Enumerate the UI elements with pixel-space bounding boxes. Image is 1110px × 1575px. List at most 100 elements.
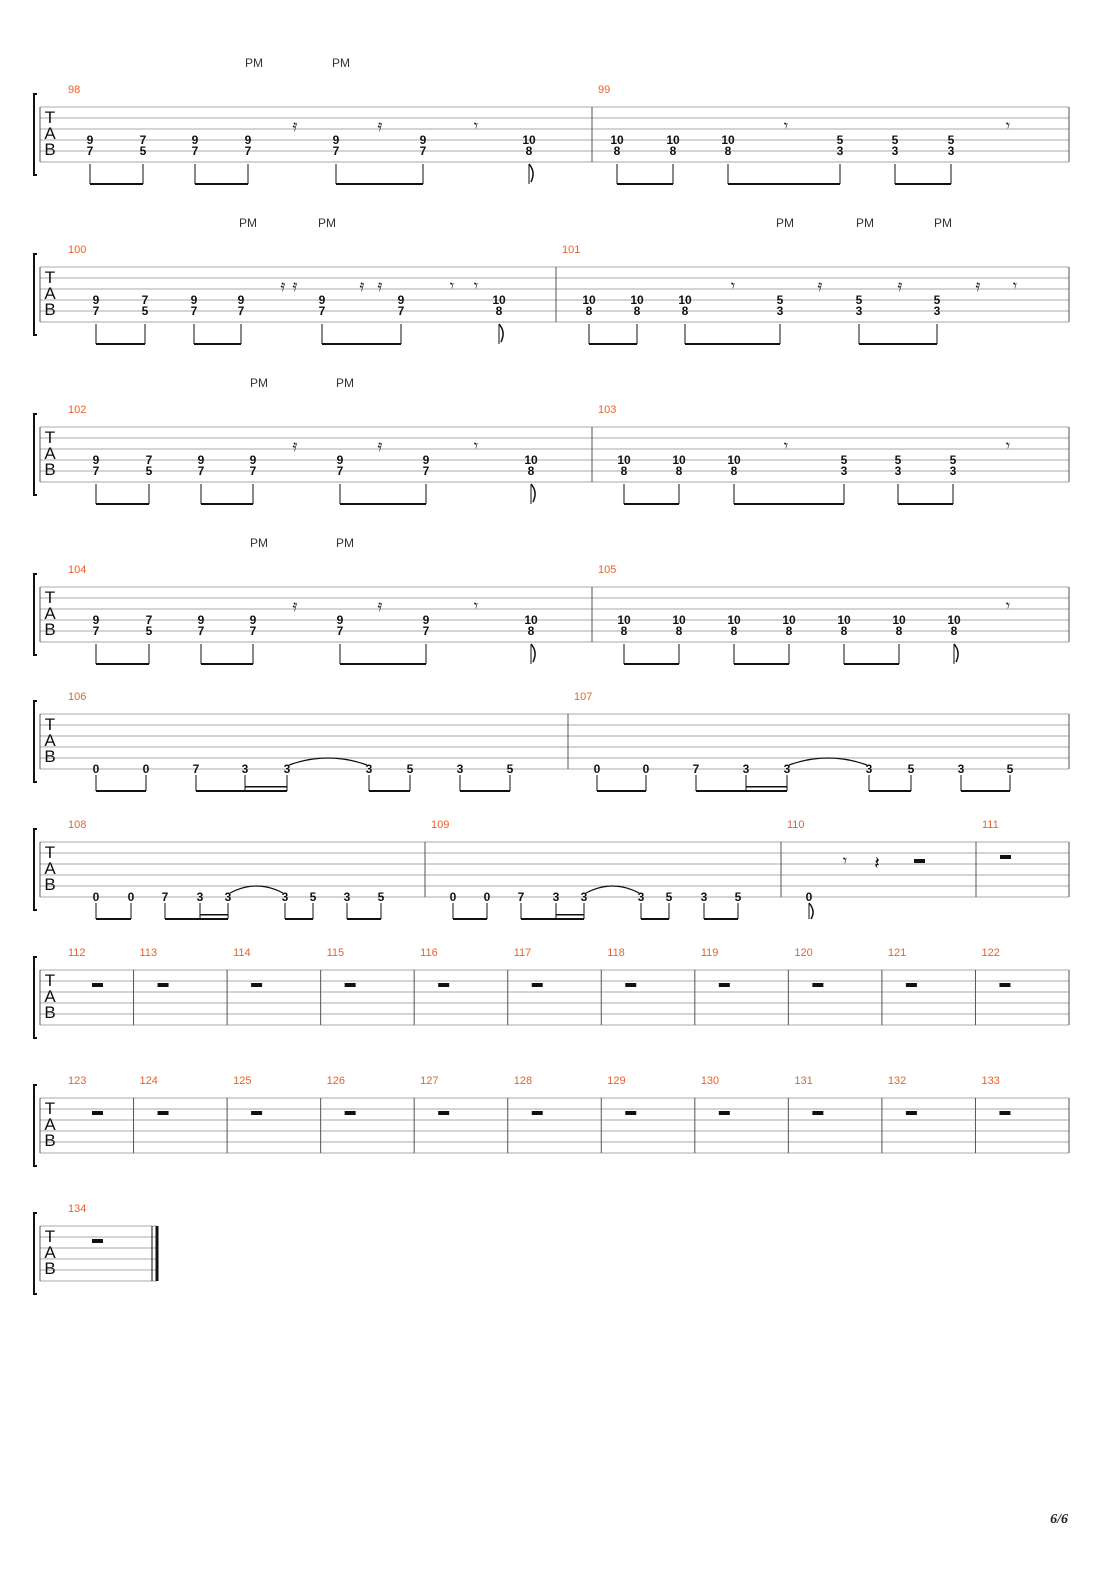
flag	[953, 643, 959, 663]
tab-clef-letter: B	[44, 300, 55, 319]
beam	[200, 914, 228, 916]
fret-number: 9	[423, 613, 430, 627]
fret-number: 9	[192, 133, 199, 147]
tab-clef-letter: T	[45, 1227, 55, 1246]
fret-number: 10	[524, 613, 538, 627]
fret-number: 7	[398, 304, 405, 318]
rest: 𝄿	[293, 598, 298, 615]
tab-clef-letter: T	[45, 1099, 55, 1118]
fret-number: 8	[614, 144, 621, 158]
tab-clef-letter: T	[45, 428, 55, 447]
fret-number: 7	[93, 464, 100, 478]
fret-number: 3	[841, 464, 848, 478]
fret-number: 10	[947, 613, 961, 627]
fret-number: 5	[146, 464, 153, 478]
rest: 𝄾	[1013, 278, 1017, 295]
fret-number: 10	[672, 613, 686, 627]
measure-number: 117	[514, 947, 532, 959]
fret-number: 8	[586, 304, 593, 318]
rest: 𝄽	[874, 853, 880, 873]
beam	[641, 918, 669, 920]
beam	[869, 790, 911, 792]
tab-clef-letter: T	[45, 715, 55, 734]
tab-system	[33, 253, 1070, 345]
beam	[624, 663, 679, 665]
fret-number: 5	[146, 624, 153, 638]
whole-rest	[999, 1111, 1011, 1115]
page-number: 6/6	[1050, 1512, 1068, 1527]
fret-number: 8	[634, 304, 641, 318]
flag	[530, 643, 536, 663]
fret-number: 5	[378, 890, 385, 904]
fret-number: 8	[786, 624, 793, 638]
beam	[734, 663, 789, 665]
fret-number: 0	[128, 890, 135, 904]
tab-clef-letter: T	[45, 268, 55, 287]
rest: 𝄾	[1006, 438, 1010, 455]
measure-number: 122	[981, 947, 999, 959]
measure-number: 104	[68, 564, 86, 576]
measure-number: 133	[981, 1075, 999, 1087]
rest: 𝄾	[474, 438, 478, 455]
whole-rest	[625, 983, 637, 987]
rest: 𝄿	[976, 278, 981, 295]
beam	[728, 183, 840, 185]
tie	[585, 885, 640, 894]
fret-number: 7	[250, 624, 257, 638]
fret-number: 10	[492, 293, 506, 307]
beam	[196, 790, 287, 792]
whole-rest	[344, 1111, 356, 1115]
fret-number: 7	[423, 464, 430, 478]
fret-number: 7	[420, 144, 427, 158]
fret-number: 0	[93, 890, 100, 904]
rest: 𝄿	[818, 278, 823, 295]
fret-number: 10	[727, 453, 741, 467]
fret-number: 7	[146, 613, 153, 627]
fret-number: 10	[617, 453, 631, 467]
whole-rest	[905, 983, 917, 987]
beam	[961, 790, 1010, 792]
tab-clef-letter: A	[44, 604, 56, 623]
system-bracket	[33, 1084, 37, 1167]
measure-number: 111	[982, 819, 999, 831]
measure-number: 121	[888, 947, 906, 959]
measure-number: 108	[68, 819, 86, 831]
rest: 𝄾	[474, 278, 478, 295]
tab-system	[33, 956, 1070, 1039]
whole-rest	[438, 1111, 450, 1115]
fret-number: 9	[245, 133, 252, 147]
fret-number: 7	[162, 890, 169, 904]
rest: 𝄿	[293, 438, 298, 455]
fret-number: 5	[934, 293, 941, 307]
tab-clef-letter: T	[45, 843, 55, 862]
fret-number: 10	[610, 133, 624, 147]
whole-rest	[1000, 855, 1011, 859]
beam	[336, 183, 423, 185]
system-bracket	[33, 253, 37, 336]
beam	[556, 914, 584, 916]
fret-number: 3	[284, 762, 291, 776]
beam	[194, 343, 241, 345]
fret-number: 5	[892, 133, 899, 147]
system-bracket	[33, 956, 37, 1039]
rest: 𝄾	[784, 118, 788, 135]
fret-number: 7	[518, 890, 525, 904]
fret-number: 5	[142, 304, 149, 318]
fret-number: 7	[245, 144, 252, 158]
fret-number: 9	[250, 613, 257, 627]
measure-number: 113	[140, 947, 158, 959]
fret-number: 10	[727, 613, 741, 627]
whole-rest	[251, 1111, 263, 1115]
fret-number: 8	[731, 624, 738, 638]
measure-number: 119	[701, 947, 719, 959]
beam	[685, 343, 780, 345]
system-bracket	[33, 700, 37, 783]
palm-mute-label: PM	[934, 216, 952, 230]
fret-number: 8	[725, 144, 732, 158]
fret-number: 7	[337, 464, 344, 478]
beam	[696, 790, 787, 792]
measure-number: 120	[794, 947, 812, 959]
beam	[589, 343, 637, 345]
fret-number: 7	[250, 464, 257, 478]
tab-system	[33, 700, 1070, 792]
